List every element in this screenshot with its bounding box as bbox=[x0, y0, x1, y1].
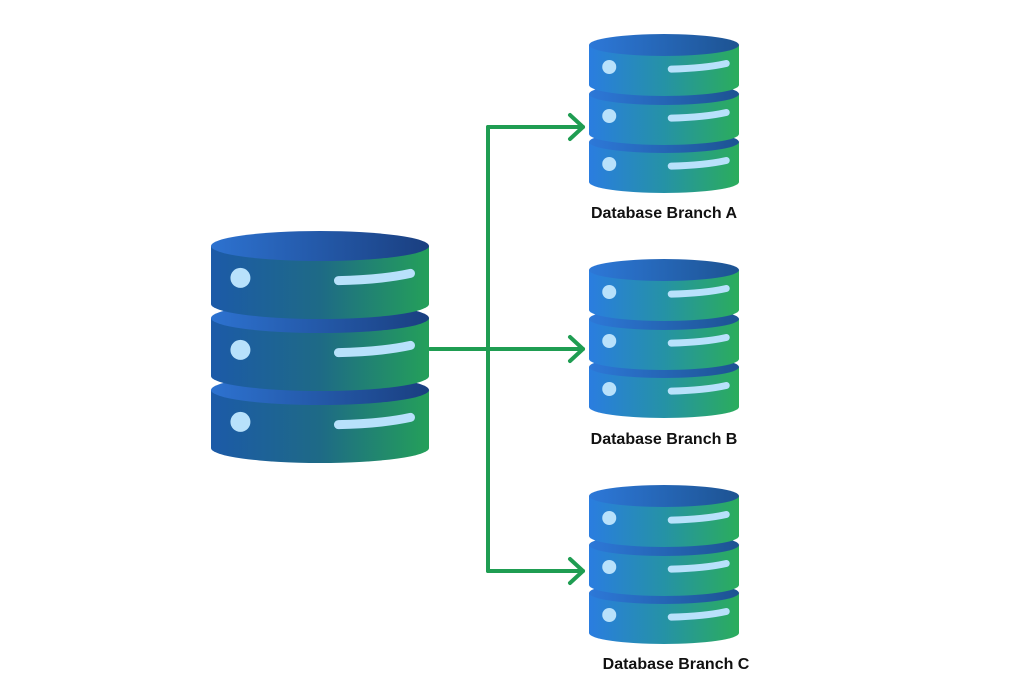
main-database-icon bbox=[211, 231, 429, 463]
disk-body bbox=[211, 390, 429, 463]
disk-body bbox=[589, 319, 739, 370]
disk-top bbox=[589, 485, 739, 507]
activity-bar-icon bbox=[667, 382, 730, 395]
status-light-icon bbox=[602, 334, 617, 348]
disk-body bbox=[589, 593, 739, 644]
status-light-icon bbox=[602, 511, 617, 525]
branch-connectors bbox=[428, 113, 585, 585]
disk-body bbox=[589, 142, 739, 193]
disk bbox=[589, 485, 739, 547]
disk bbox=[589, 34, 739, 96]
status-light-icon bbox=[602, 285, 617, 299]
arrow-head-icon bbox=[568, 335, 585, 363]
disk-body bbox=[589, 94, 739, 145]
status-light-icon bbox=[602, 60, 617, 74]
disk bbox=[211, 231, 429, 319]
disk-top bbox=[211, 231, 429, 261]
activity-bar-icon bbox=[333, 412, 415, 430]
status-light-icon bbox=[230, 267, 251, 288]
status-light-icon bbox=[602, 382, 617, 396]
status-light-icon bbox=[602, 560, 617, 574]
disk-body bbox=[211, 318, 429, 391]
disk-body bbox=[589, 545, 739, 596]
activity-bar-icon bbox=[333, 268, 415, 286]
disk-body bbox=[589, 270, 739, 321]
disk-body bbox=[211, 246, 429, 319]
activity-bar-icon bbox=[667, 334, 730, 347]
activity-bar-icon bbox=[667, 157, 730, 170]
activity-bar-icon bbox=[333, 340, 415, 358]
arrow-head-icon bbox=[568, 113, 585, 141]
status-light-icon bbox=[230, 339, 251, 360]
disk-top bbox=[589, 34, 739, 56]
activity-bar-icon bbox=[667, 608, 730, 621]
status-light-icon bbox=[602, 157, 617, 171]
status-light-icon bbox=[602, 109, 617, 123]
disk-top bbox=[589, 259, 739, 281]
disk bbox=[589, 259, 739, 321]
disk-body bbox=[589, 45, 739, 96]
activity-bar-icon bbox=[667, 285, 730, 298]
branch-c-label: Database Branch C bbox=[603, 656, 750, 673]
branch-a-label: Database Branch A bbox=[591, 205, 738, 222]
activity-bar-icon bbox=[667, 109, 730, 122]
branch-c-database-icon bbox=[589, 485, 739, 644]
activity-bar-icon bbox=[667, 60, 730, 73]
branch-b-label: Database Branch B bbox=[591, 431, 738, 448]
status-light-icon bbox=[602, 608, 617, 622]
status-light-icon bbox=[230, 411, 251, 432]
branch-a-database-icon bbox=[589, 34, 739, 193]
disk-body bbox=[589, 367, 739, 418]
activity-bar-icon bbox=[667, 511, 730, 524]
activity-bar-icon bbox=[667, 560, 730, 573]
disk-body bbox=[589, 496, 739, 547]
branch-b-database-icon bbox=[589, 259, 739, 418]
arrow-head-icon bbox=[568, 557, 585, 585]
